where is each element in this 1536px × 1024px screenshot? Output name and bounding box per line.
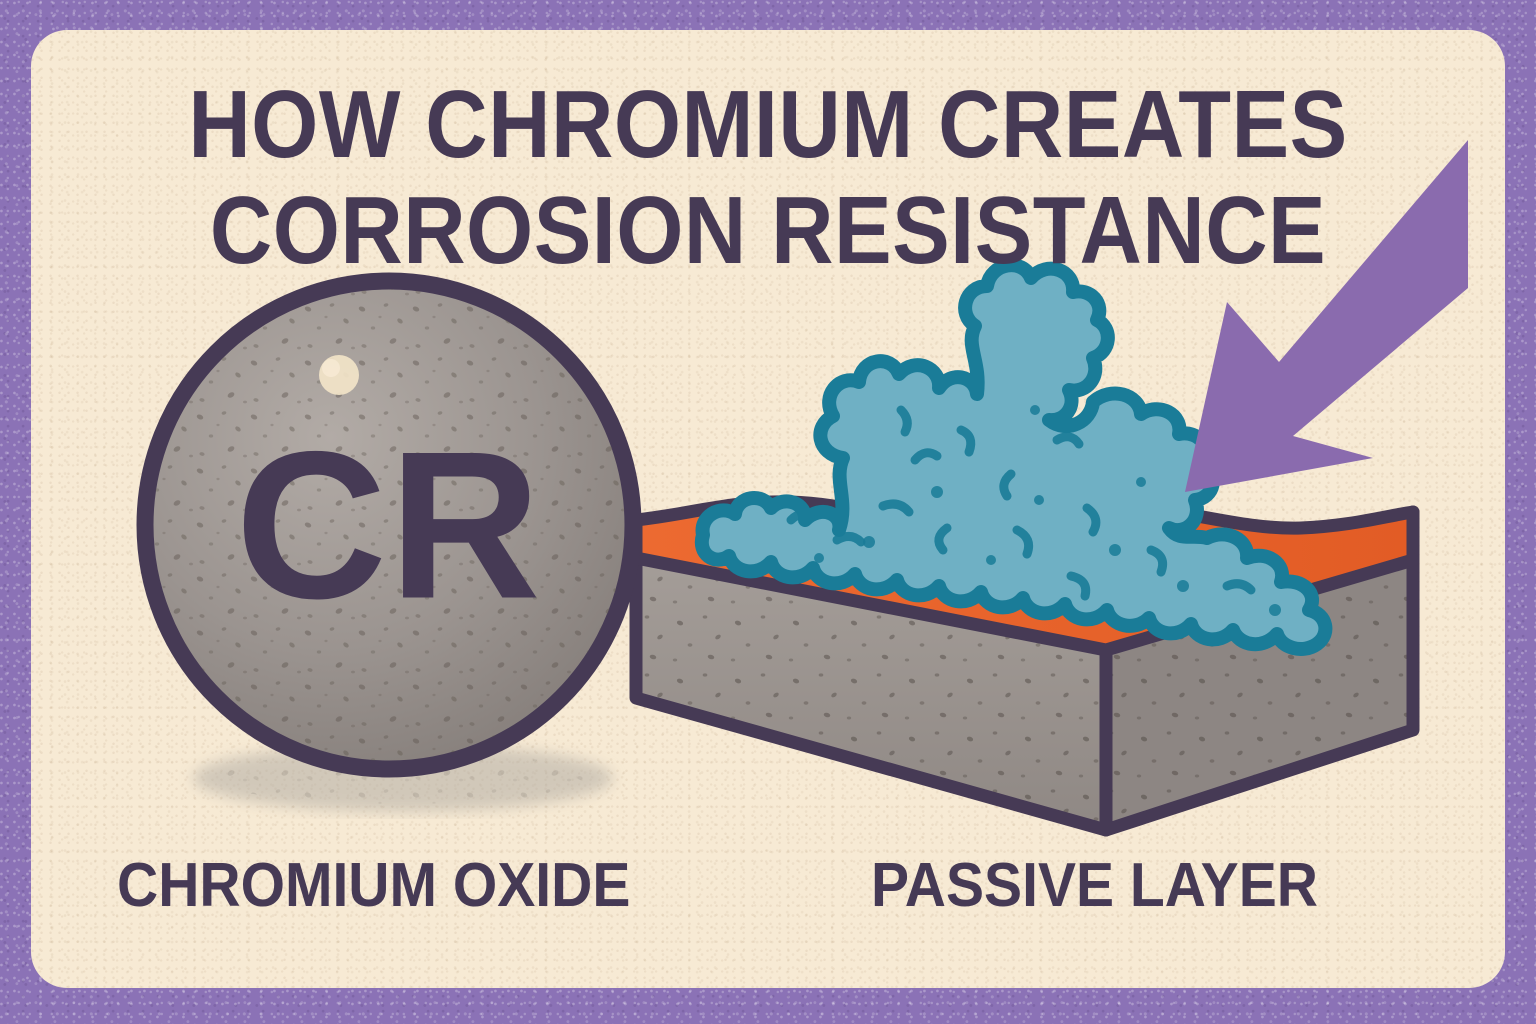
sphere-shadow xyxy=(193,744,613,812)
pointer-arrow xyxy=(1185,140,1468,492)
page-title: HOW CHROMIUM CREATES CORROSION RESISTANC… xyxy=(105,71,1432,285)
sphere-symbol: CR xyxy=(235,408,542,643)
sphere-highlight xyxy=(319,355,359,395)
caption-passive-layer: PASSIVE LAYER xyxy=(871,851,1318,920)
title-line-1: HOW CHROMIUM CREATES xyxy=(188,71,1348,178)
illustration: CR xyxy=(136,140,1468,837)
caption-chromium-oxide: CHROMIUM OXIDE xyxy=(117,851,631,920)
chromium-oxide-sphere: CR xyxy=(136,272,642,778)
title-line-2: CORROSION RESISTANCE xyxy=(209,177,1327,285)
corrosion-bloom xyxy=(694,258,1333,656)
poster-card: HOW CHROMIUM CREATES CORROSION RESISTANC… xyxy=(31,30,1505,988)
